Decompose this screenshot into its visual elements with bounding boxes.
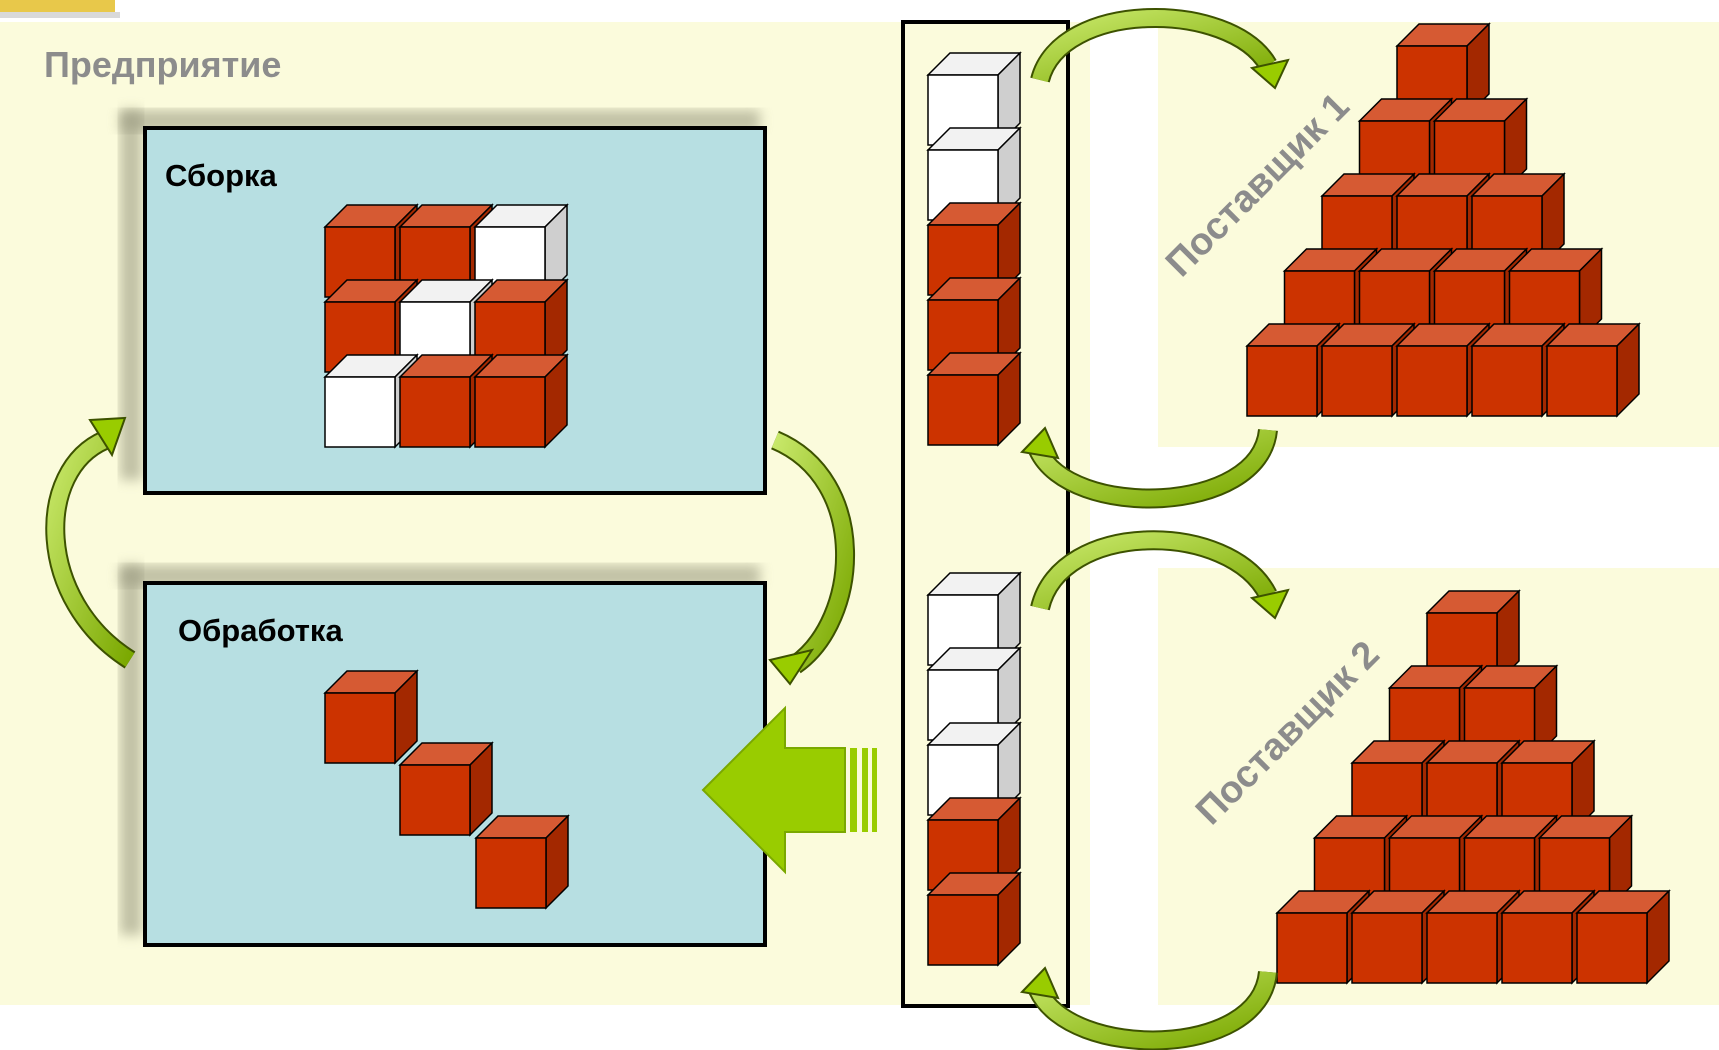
- supplier-1-pyramid-row4-cube2: [1395, 322, 1491, 418]
- arrow-assembly-to-processing: [768, 430, 855, 686]
- assembly-label: Сборка: [165, 158, 277, 193]
- warehouse-bottom-cube-3: [926, 796, 1022, 892]
- enterprise-label: Предприятие: [44, 44, 282, 85]
- logo-tab-shadow: [0, 12, 120, 18]
- arrow-supplier-2-to-warehouse: [1019, 966, 1278, 1050]
- arrow-processing-to-assembly: [45, 416, 136, 669]
- processing-cube-1: [398, 741, 494, 837]
- warehouse-bottom-cube-1: [926, 646, 1022, 742]
- assembly-cube-r2-c2: [473, 353, 569, 449]
- assembly-cube-r1-c2: [473, 278, 569, 374]
- cubes-layer: [323, 22, 1671, 985]
- warehouse-top-cube-4: [926, 351, 1022, 447]
- processing-label: Обработка: [178, 613, 343, 648]
- warehouse-bottom-cube-4: [926, 871, 1022, 967]
- supplier-2-pyramid-row4-cube4: [1575, 889, 1671, 985]
- arrow-warehouse-to-processing: [701, 705, 877, 875]
- arrow-supplier-1-to-warehouse: [1019, 426, 1278, 509]
- arrows-layer: [45, 7, 1290, 1050]
- processing-cube-0: [323, 669, 419, 765]
- warehouse-bottom-cube-2: [926, 721, 1022, 817]
- arrow-warehouse-to-supplier-2: [1030, 530, 1290, 620]
- processing-cube-2: [474, 814, 570, 910]
- arrow-warehouse-to-supplier-1: [1030, 7, 1290, 90]
- supplier-1-pyramid-row4-cube4: [1545, 322, 1641, 418]
